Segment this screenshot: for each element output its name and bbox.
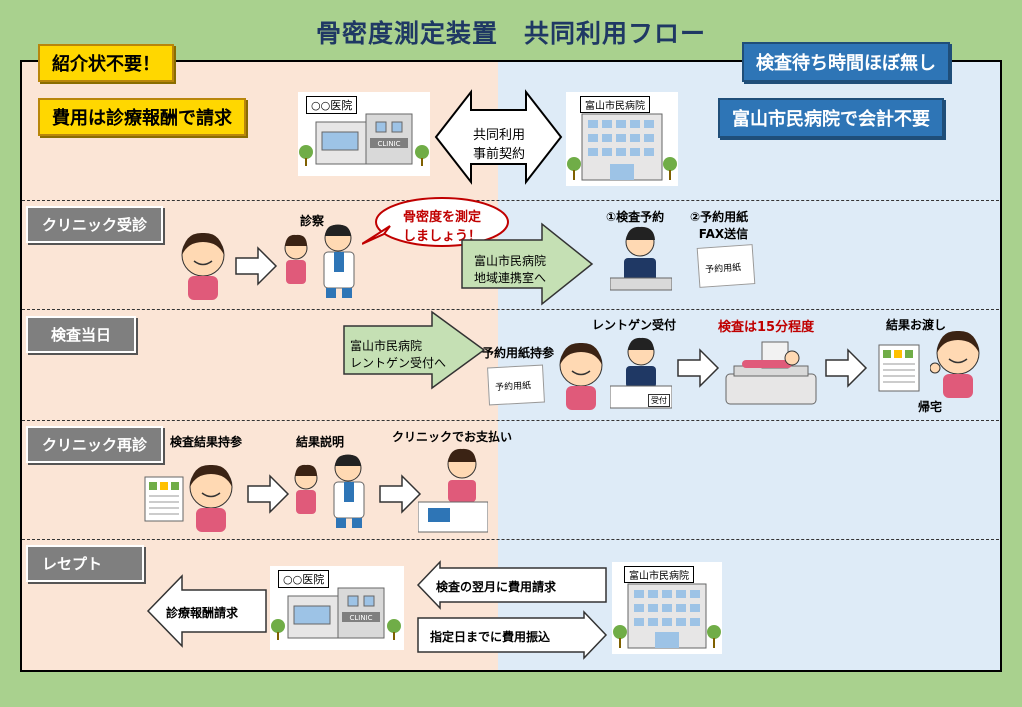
- to-xray-text: 富山市民病院 レントゲン受付へ: [350, 339, 447, 370]
- section-receipt: レセプト: [26, 545, 144, 582]
- speech-bubble: [362, 197, 509, 247]
- no-payment-tag: 富山市民病院で会計不要: [718, 98, 944, 138]
- hospital-name: 富山市民病院: [624, 566, 694, 583]
- no-referral-tag: 紹介状不要！: [38, 44, 174, 82]
- reservation-form: 予約用紙: [487, 364, 545, 406]
- to-liaison-text: 富山市民病院 地域連携室へ: [474, 254, 547, 285]
- fee-claim-tag: 費用は診療報酬で請求: [38, 98, 246, 136]
- patient-icon: [559, 342, 603, 410]
- explain-label: 結果説明: [296, 435, 345, 449]
- divider: [22, 309, 1000, 310]
- exam-duration: 検査は15分程度: [718, 320, 815, 335]
- step-reservation: ①検査予約: [606, 210, 665, 224]
- next-month-claim-label: 検査の翌月に費用請求: [436, 580, 557, 594]
- medical-fee-claim-arrow: [146, 574, 267, 648]
- bring-results-label: 検査結果持参: [170, 435, 243, 449]
- flow-arrow-icon: [677, 348, 720, 388]
- flow-arrow-icon: [247, 474, 290, 514]
- xray-reception-label: レントゲン受付: [592, 318, 677, 332]
- to-xray-arrow: [343, 310, 486, 390]
- divider: [22, 539, 1000, 540]
- section-exam-day: 検査当日: [26, 316, 136, 353]
- hospital-name: 富山市民病院: [580, 96, 650, 113]
- hospital-building-icon: [613, 583, 721, 649]
- hospital-building-icon: [567, 113, 677, 181]
- patient-icon: [181, 232, 225, 300]
- to-liaison-arrow: [461, 222, 594, 306]
- operator-icon: [610, 226, 672, 291]
- contract-label: 共同利用 事前契約: [472, 128, 525, 162]
- patient-icon: [189, 464, 233, 532]
- exam-label: 診察: [300, 214, 325, 228]
- clinic-sign: CLINIC: [377, 140, 400, 148]
- clinic-building-icon: CLINIC: [271, 587, 401, 640]
- step-fax: ②予約用紙 FAX送信: [690, 210, 749, 241]
- billing-arrow: [416, 560, 607, 610]
- page-title: 骨密度測定装置 共同利用フロー: [315, 19, 706, 48]
- payment-transfer-arrow: [417, 610, 608, 660]
- flow-arrow-icon: [825, 348, 868, 388]
- section-clinic-revisit: クリニック再診: [26, 426, 164, 463]
- result-sheet-icon: [144, 476, 184, 522]
- flow-arrow-icon: [235, 246, 278, 286]
- bring-form-label: 予約用紙持参: [482, 346, 555, 360]
- clinic-building: ○○医院 CLINIC: [270, 566, 404, 650]
- transfer-label: 指定日までに費用振込: [430, 630, 551, 644]
- bone-density-scanner-icon: [725, 341, 817, 405]
- clinic-name: ○○医院: [306, 96, 358, 114]
- contract-double-arrow: [434, 89, 563, 185]
- doctor-patient-icon: [294, 454, 365, 528]
- section-clinic-visit: クリニック受診: [26, 206, 164, 243]
- flow-arrow-icon: [379, 474, 422, 514]
- hospital-building: 富山市民病院: [566, 92, 678, 186]
- divider: [22, 420, 1000, 421]
- result-handover-label: 結果お渡し: [886, 318, 947, 332]
- reservation-form: 予約用紙: [696, 244, 756, 288]
- clinic-sign: CLINIC: [349, 614, 372, 622]
- patient-waving-icon: [930, 330, 980, 398]
- medical-fee-claim-label: 診療報酬請求: [166, 606, 239, 620]
- clinic-name: ○○医院: [278, 570, 330, 588]
- reception-sign: 受付: [648, 394, 670, 407]
- go-home-label: 帰宅: [918, 400, 943, 414]
- clinic-building: ○○医院 CLINIC: [298, 92, 430, 176]
- doctor-patient-icon: [284, 224, 355, 298]
- pay-label: クリニックでお支払い: [392, 430, 513, 444]
- hospital-building: 富山市民病院: [612, 562, 722, 654]
- result-sheet-icon: [878, 344, 920, 392]
- payment-counter-icon: [418, 448, 488, 533]
- divider: [22, 200, 1000, 201]
- no-wait-tag: 検査待ち時間ほぼ無し: [742, 42, 950, 82]
- clinic-building-icon: CLINIC: [299, 113, 429, 166]
